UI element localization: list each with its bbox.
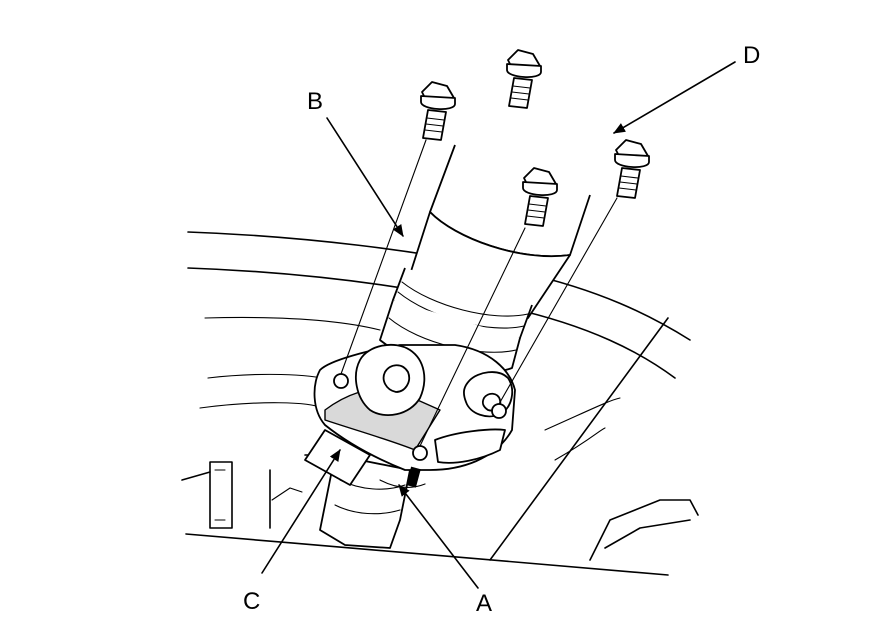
flange-yoke [313,343,516,489]
bolt-alignment-lines [340,139,618,447]
callout-label-a: A [476,590,492,617]
background-frame [181,231,699,576]
callout-label-d: D [743,42,760,69]
leader-arrows [261,61,736,589]
leader-arrow-a [398,484,479,589]
bolt [420,81,456,141]
leader-arrow-b [326,117,404,237]
bolt [522,167,558,227]
leader-arrow-d [613,61,736,134]
bolt [506,49,542,109]
leader-arrow-c [261,449,341,574]
callout-label-c: C [243,588,260,615]
bolt [614,139,650,199]
callout-label-b: B [307,88,323,115]
